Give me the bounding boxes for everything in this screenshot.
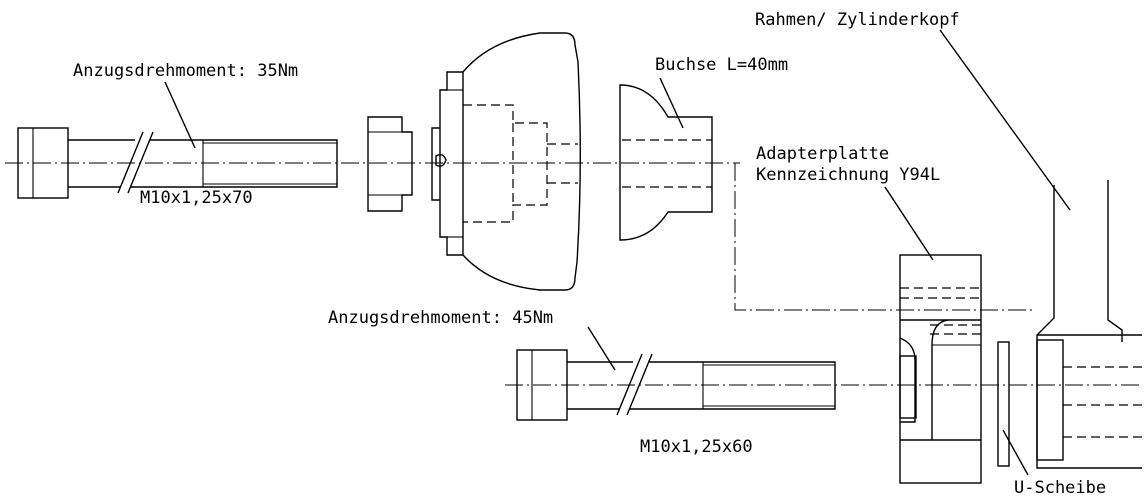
adapter-plate <box>884 186 982 484</box>
frame-part <box>939 29 1142 469</box>
spacer-top <box>367 116 413 212</box>
washer-outline <box>997 341 1010 467</box>
label-bolt-top: M10x1,25x70 <box>140 188 253 208</box>
washer-leader <box>1002 429 1029 476</box>
torque-top-leader <box>164 81 196 149</box>
label-torque-top: Anzugsdrehmoment: 35Nm <box>73 61 298 81</box>
bolt-bottom-head <box>516 349 568 421</box>
centerlines <box>5 162 1142 386</box>
washer-part <box>997 341 1029 476</box>
label-bolt-bottom: M10x1,25x60 <box>640 437 753 457</box>
bolt-top-break <box>117 131 144 194</box>
adapter-leader <box>884 186 934 261</box>
cover-part <box>431 32 581 291</box>
torque-bottom-leader <box>587 326 616 371</box>
bolt-top-head <box>17 127 69 199</box>
bolt-top <box>17 127 338 199</box>
bushing-part <box>619 77 713 241</box>
frame-leader <box>939 29 1071 211</box>
adapter-outline <box>899 254 982 484</box>
label-adapter-2: Kennzeichnung Y94L <box>756 165 940 185</box>
label-torque-bottom: Anzugsdrehmoment: 45Nm <box>328 308 553 328</box>
bushing-outline <box>619 84 713 241</box>
frame-outline <box>1036 185 1142 469</box>
label-bushing: Buchse L=40mm <box>655 55 788 75</box>
cover-outline <box>462 32 581 291</box>
bushing-leader <box>659 77 684 129</box>
bolt-bottom-break <box>616 353 643 416</box>
label-adapter-1: Adapterplatte <box>756 144 889 164</box>
centerline-step <box>734 163 1035 311</box>
label-washer: U-Scheibe <box>1014 478 1106 498</box>
bolt-bottom <box>516 349 917 421</box>
label-frame: Rahmen/ Zylinderkopf <box>755 10 960 30</box>
